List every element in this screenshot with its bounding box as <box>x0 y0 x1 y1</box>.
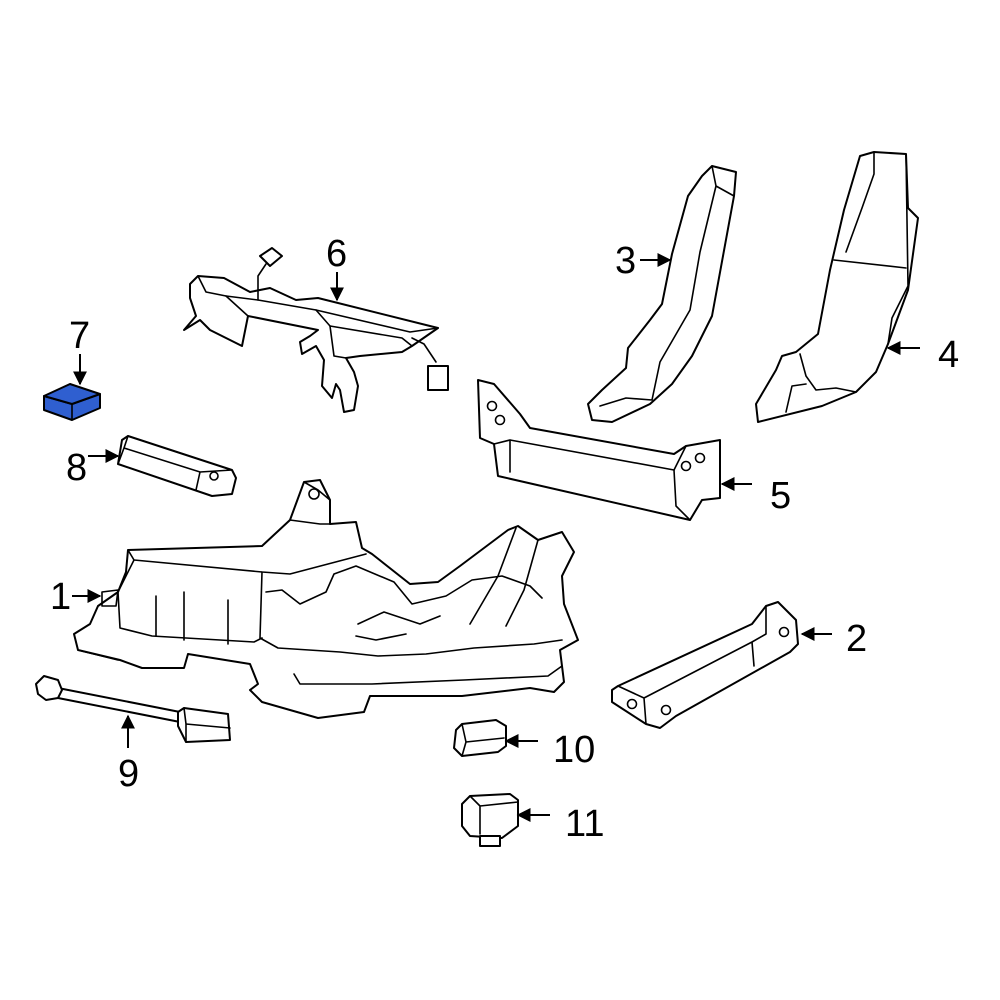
part-6-edge-c <box>315 309 413 347</box>
part-6-wire-right <box>411 337 437 363</box>
part-11-body <box>461 793 519 839</box>
part-9-connector-edge <box>183 707 231 743</box>
part-6-edge-d <box>329 325 347 359</box>
part-1-edge-f <box>293 665 563 685</box>
callout-11[interactable]: 11 <box>565 803 604 845</box>
part-9-cable <box>57 687 181 723</box>
part-4-edge-a <box>833 151 907 269</box>
part-1-frame[interactable] <box>73 479 579 719</box>
part-8-bracket[interactable] <box>117 435 237 497</box>
callout-9[interactable]: 9 <box>118 753 139 795</box>
part-5-body <box>477 379 721 521</box>
part-10-cap[interactable] <box>453 719 507 757</box>
part-3-shield[interactable] <box>587 165 737 423</box>
part-2-body <box>611 601 799 729</box>
part-2-hole-a <box>626 698 638 710</box>
part-4-body <box>755 151 919 423</box>
part-2-hole-b <box>660 704 672 716</box>
part-11-edge <box>469 795 519 835</box>
part-5-hole-d <box>694 452 706 464</box>
callout-7[interactable]: 7 <box>69 315 90 357</box>
part-10-edge <box>461 723 505 757</box>
part-9-end-cap <box>35 675 63 701</box>
part-6-connector-right <box>427 365 449 391</box>
part-6-track[interactable] <box>183 247 449 413</box>
part-1-tab <box>101 589 119 607</box>
part-2-edge <box>617 605 767 725</box>
part-1-edge-e <box>155 591 229 645</box>
callout-4[interactable]: 4 <box>938 334 959 376</box>
part-1-hole <box>308 488 320 500</box>
callout-3[interactable]: 3 <box>615 240 636 282</box>
part-11-plug <box>479 835 501 847</box>
part-6-body <box>183 275 439 413</box>
part-2-hole-c <box>778 626 790 638</box>
part-5-hole-a <box>486 400 498 412</box>
part-5-bracket[interactable] <box>477 379 721 521</box>
part-5-hole-c <box>680 460 692 472</box>
part-6-wire-left <box>257 263 267 301</box>
part-6-connector-left <box>259 247 283 267</box>
callout-1[interactable]: 1 <box>50 576 71 618</box>
part-6-edge-a <box>197 275 249 317</box>
part-4-edge-b <box>887 153 909 345</box>
part-4-edge-c <box>785 353 857 413</box>
part-1-edge-h <box>355 611 441 641</box>
part-3-edge <box>599 165 735 407</box>
part-9-motor-cable[interactable] <box>35 675 231 743</box>
part-5-hole-b <box>494 414 506 426</box>
part-1-edge-b <box>265 565 543 605</box>
part-8-hole <box>209 471 219 481</box>
part-2-rail[interactable] <box>611 601 799 729</box>
part-7-block[interactable] <box>43 383 101 421</box>
callout-10[interactable]: 10 <box>553 729 595 771</box>
part-4-panel[interactable] <box>755 151 919 423</box>
callout-8[interactable]: 8 <box>66 447 87 489</box>
part-8-edge <box>117 435 233 491</box>
callout-numbers: 1 2 3 4 5 6 7 8 9 10 11 <box>50 233 959 845</box>
callout-leaders <box>72 253 920 822</box>
callout-5[interactable]: 5 <box>770 475 791 517</box>
part-7-top <box>43 383 101 405</box>
callout-2[interactable]: 2 <box>846 618 867 660</box>
part-3-body <box>587 165 737 423</box>
part-8-body <box>117 435 237 497</box>
part-1-body <box>73 479 579 719</box>
part-1-edge-d <box>117 559 263 643</box>
callout-6[interactable]: 6 <box>326 233 347 275</box>
part-1-edge-c <box>259 571 563 657</box>
part-5-edge-b <box>509 439 691 521</box>
part-11-switch[interactable] <box>461 793 519 847</box>
part-1-edge-g <box>469 527 539 627</box>
part-5-edge-a <box>493 439 687 471</box>
